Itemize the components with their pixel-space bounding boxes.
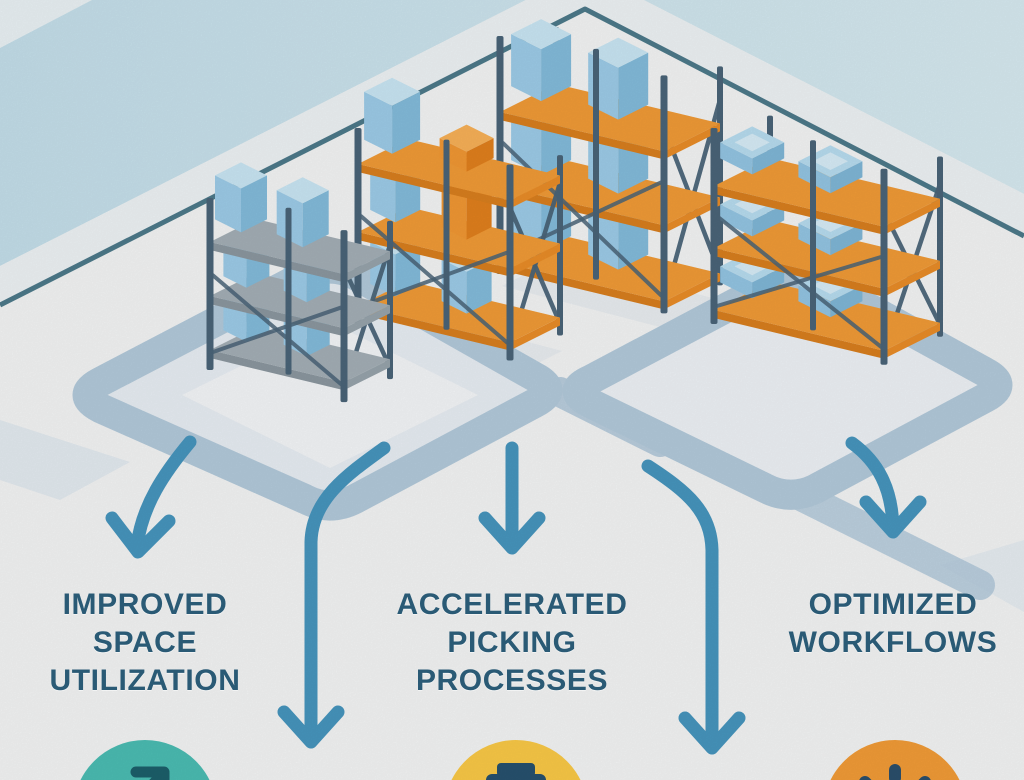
benefit-label-improved-space: IMPROVED SPACE UTILIZATION: [49, 588, 241, 697]
benefit-label-optimized-workflows: OPTIMIZED WORKFLOWS: [788, 588, 998, 659]
benefit-label-accelerated-picking: ACCELERATED PICKING PROCESSES: [396, 588, 628, 697]
